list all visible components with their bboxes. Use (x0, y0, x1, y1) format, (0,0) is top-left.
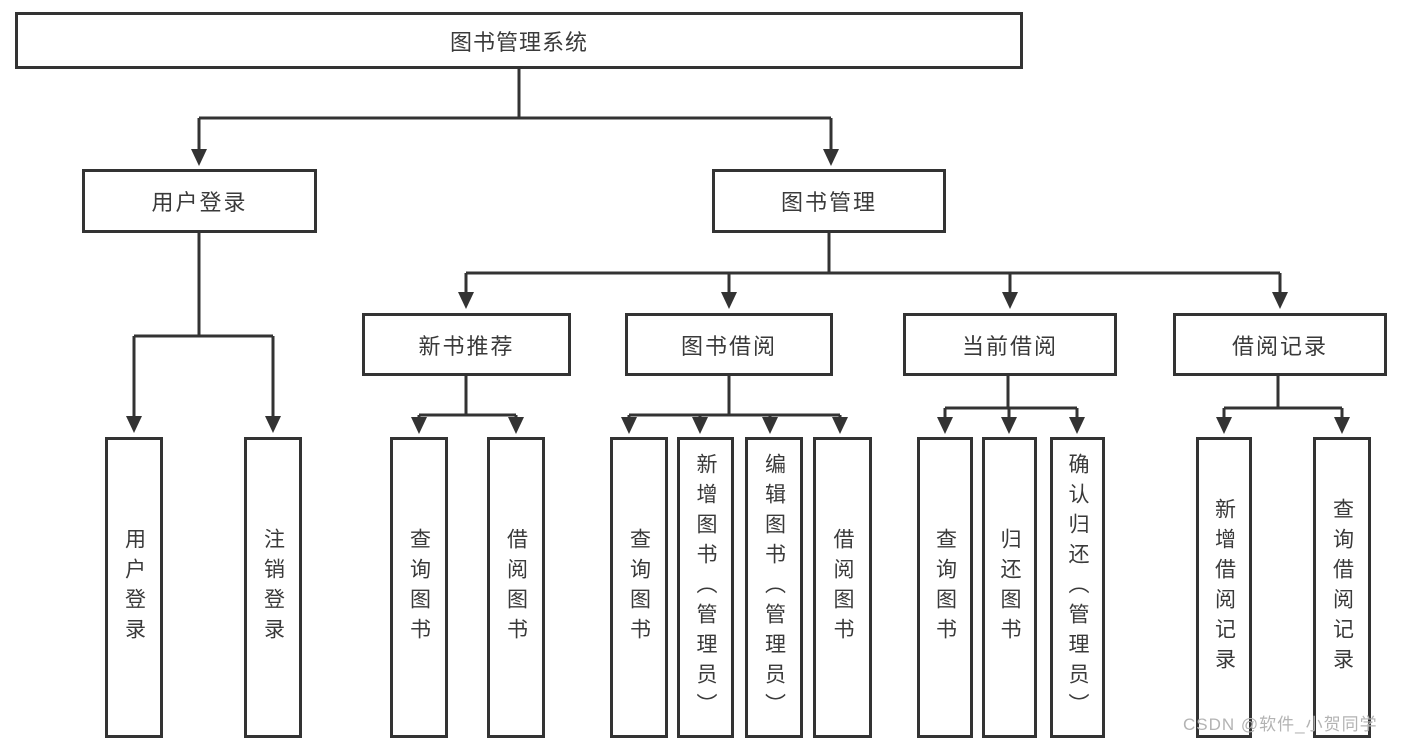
connector-borrow-records-to-leaves (1216, 376, 1350, 434)
leaf-borrow-edit-books-admin: 编辑图书（管理员） (745, 437, 803, 738)
leaf-logout-login: 注销登录 (244, 437, 302, 738)
arrowhead (1334, 417, 1350, 434)
leaf-borrow-query-books: 查询图书 (610, 437, 668, 738)
connector-current-borrow-to-leaves (937, 376, 1085, 434)
arrowhead (1216, 417, 1232, 434)
leaf-borrow-borrow-books: 借阅图书 (813, 437, 872, 738)
connector-line (627, 376, 842, 418)
arrowhead (1069, 417, 1085, 434)
arrowhead (621, 417, 637, 434)
connector-book-borrow-to-leaves (621, 376, 848, 434)
arrowhead (458, 292, 474, 309)
arrowhead (823, 149, 839, 166)
connector-new-book-recommend-to-leaves (411, 376, 524, 434)
arrowhead (265, 416, 281, 433)
connector-line (943, 376, 1079, 418)
leaf-current-confirm-return-admin: 确认归还（管理员） (1050, 437, 1105, 738)
connector-book-management-to-level3 (458, 233, 1288, 309)
node-book-borrow: 图书借阅 (625, 313, 833, 376)
arrowhead (1002, 292, 1018, 309)
leaf-current-query-books: 查询图书 (917, 437, 973, 738)
node-root: 图书管理系统 (15, 12, 1023, 69)
connector-line (464, 233, 1282, 292)
leaf-records-add-record: 新增借阅记录 (1196, 437, 1252, 738)
leaf-borrow-add-books-admin: 新增图书（管理员） (677, 437, 734, 738)
watermark: CSDN @软件_小贺同学 (1183, 715, 1378, 734)
connector-line (417, 376, 518, 418)
connector-line (132, 233, 275, 416)
connector-line (1222, 376, 1344, 418)
arrowhead (937, 417, 953, 434)
node-current-borrow: 当前借阅 (903, 313, 1117, 376)
arrowhead (692, 417, 708, 434)
node-new-book-recommend: 新书推荐 (362, 313, 571, 376)
leaf-user-login: 用户登录 (105, 437, 163, 738)
arrowhead (762, 417, 778, 434)
arrowhead (411, 417, 427, 434)
node-user-login: 用户登录 (82, 169, 317, 233)
arrowhead (1272, 292, 1288, 309)
leaf-current-return-books: 归还图书 (982, 437, 1037, 738)
arrowhead (721, 292, 737, 309)
arrowhead (508, 417, 524, 434)
node-book-management: 图书管理 (712, 169, 946, 233)
leaf-recommend-query-books: 查询图书 (390, 437, 448, 738)
arrowhead (832, 417, 848, 434)
connector-line (197, 69, 833, 149)
arrowhead (126, 416, 142, 433)
arrowhead (191, 149, 207, 166)
arrowhead (1001, 417, 1017, 434)
leaf-recommend-borrow-books: 借阅图书 (487, 437, 545, 738)
leaf-records-query-record: 查询借阅记录 (1313, 437, 1371, 738)
connector-user-login-to-leaves (126, 233, 281, 433)
node-borrow-records: 借阅记录 (1173, 313, 1387, 376)
connector-root-to-level2 (191, 69, 839, 166)
